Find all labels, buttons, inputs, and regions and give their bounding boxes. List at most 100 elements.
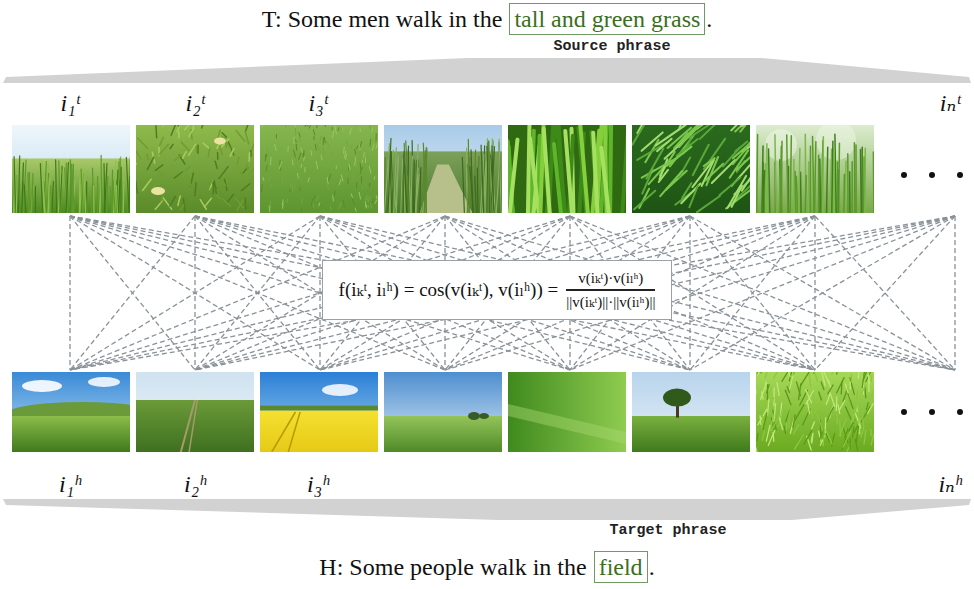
phrase-caption: Target phrase: [609, 522, 726, 540]
photo-detail: [784, 426, 785, 433]
photo-detail: [856, 391, 857, 407]
photo-detail: [793, 372, 797, 376]
photo-detail: [826, 407, 833, 422]
photo-detail: [320, 136, 321, 143]
photo-detail: [769, 149, 770, 213]
photo-detail: [365, 157, 366, 163]
photo-detail: [733, 142, 750, 158]
photo-detail: [805, 134, 807, 213]
photo-detail: [28, 172, 29, 213]
photo-detail: [845, 429, 848, 437]
photo-detail: [69, 216, 70, 370]
photo-detail: [120, 167, 121, 213]
photo-detail: [91, 184, 92, 213]
phrase-text: tall and green grass: [514, 5, 700, 34]
photo-detail: [320, 216, 690, 370]
photo-detail: [477, 168, 479, 213]
photo-detail: [723, 149, 739, 167]
photo-detail: [321, 155, 322, 160]
photo-detail: [660, 171, 682, 196]
photo-detail: [793, 415, 795, 427]
photo-detail: [822, 373, 825, 386]
photo-detail: [690, 216, 955, 370]
photo-detail: [155, 201, 162, 209]
photo-detail: [372, 198, 374, 203]
photo-detail: [679, 158, 690, 178]
photo-detail: [762, 431, 764, 440]
photo-detail: [333, 168, 334, 174]
photo-detail: [330, 207, 332, 210]
photo-detail: [355, 208, 357, 211]
photo-detail: [359, 128, 361, 132]
photo-detail: [320, 216, 955, 370]
image-index: i₃ᵗ: [308, 89, 327, 118]
photo-detail: [510, 140, 518, 213]
photo-detail: [719, 177, 740, 195]
photo-detail: [768, 399, 769, 414]
photo-detail: [782, 372, 788, 381]
photo-detail: [118, 179, 120, 213]
photo-detail: [475, 176, 477, 213]
photo-detail: [313, 137, 314, 140]
photo-detail: [270, 157, 271, 164]
photo-detail: [48, 173, 50, 213]
photo-detail: [309, 125, 311, 128]
photo-detail: [327, 184, 329, 190]
photo-detail: [705, 164, 723, 181]
photo-detail: [850, 438, 851, 448]
photo-tile: [260, 125, 378, 213]
photo-detail: [70, 216, 570, 370]
photo-detail: [248, 167, 254, 175]
photo-detail: [336, 166, 337, 169]
photo-detail: [835, 134, 836, 213]
photo-detail: [742, 177, 750, 191]
photo-tile: [632, 372, 750, 452]
photo-detail: [205, 198, 212, 207]
photo-detail: [690, 216, 955, 370]
photo-detail: [369, 139, 371, 146]
photo-detail: [872, 386, 874, 396]
photo-detail: [793, 159, 795, 213]
photo-detail: [343, 148, 345, 154]
photo-detail: [773, 388, 775, 406]
photo-detail: [334, 191, 336, 197]
photo-detail: [736, 148, 750, 170]
photo-detail: [807, 401, 809, 414]
photo-detail: [405, 165, 407, 213]
photo-detail: [303, 151, 304, 157]
photo-detail: [288, 412, 300, 452]
photo-detail: [369, 125, 371, 129]
phrase-text: field: [599, 553, 643, 582]
fraction: v(iₖᵗ)·v(iₗʰ)||v(iₖᵗ)||·||v(iₗʰ)||: [566, 269, 655, 312]
photo-detail: [322, 384, 358, 396]
photo-detail: [272, 412, 296, 452]
photo-detail: [203, 143, 209, 148]
photo-detail: [70, 216, 690, 370]
photo-detail: [70, 216, 815, 370]
photo-detail: [353, 176, 354, 180]
photo-detail: [297, 173, 299, 178]
photo-detail: [352, 169, 353, 174]
photo-detail: [266, 165, 267, 171]
photo-detail: [848, 393, 853, 408]
photo-detail: [237, 200, 244, 211]
photo-detail: [295, 128, 296, 135]
photo-detail: [35, 186, 36, 213]
photo-detail: [285, 125, 286, 127]
photo-detail: [244, 198, 246, 209]
photo-detail: [155, 165, 163, 170]
target-phrase-box: field: [594, 551, 648, 584]
photo-detail: [330, 151, 332, 154]
photo-detail: [679, 125, 702, 147]
photo-detail: [384, 160, 388, 213]
photo-detail: [692, 159, 713, 187]
photo-detail: [832, 372, 837, 374]
photo-detail: [197, 145, 199, 153]
photo-detail: [302, 199, 303, 203]
photo-detail: [868, 375, 870, 392]
photo-detail: [774, 404, 776, 422]
photo-detail: [756, 372, 874, 452]
photo-detail: [180, 205, 183, 210]
photo-detail: [70, 216, 320, 370]
photo-detail: [230, 149, 234, 156]
